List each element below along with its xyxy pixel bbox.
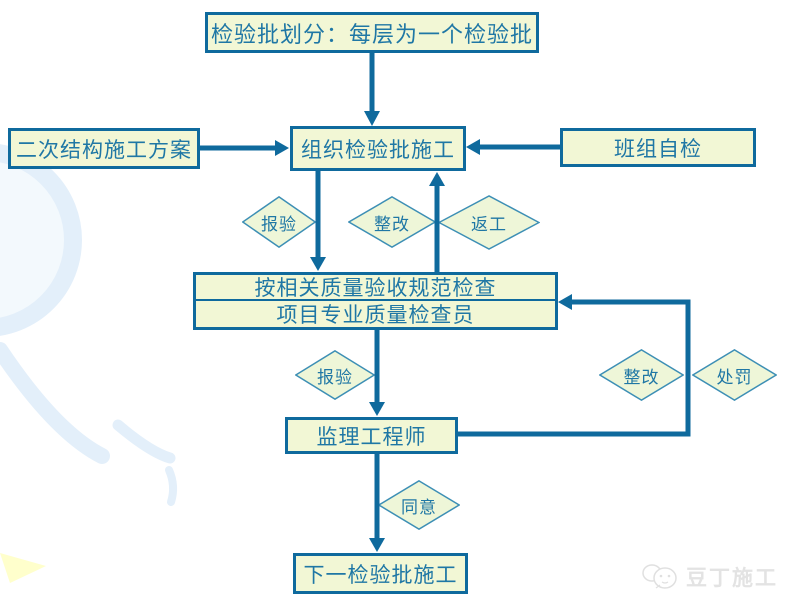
diamond-label: 整改 [374,214,410,234]
node-inspect-row-2: 项目专业质量检查员 [196,301,555,327]
node-supervising-engineer: 监理工程师 [285,417,458,454]
node-label: 按相关质量验收规范检查 [254,277,497,300]
node-next-inspection-batch: 下一检验批施工 [293,553,468,594]
diamond-chufa: 处罚 [692,349,777,401]
node-team-self-check: 班组自检 [560,128,756,167]
diamond-baoyan-2: 报验 [295,350,375,400]
arrowhead-up [429,172,445,186]
balloon-decoration [0,144,82,336]
node-label: 组织检验批施工 [301,138,455,162]
diamond-shape [242,196,316,248]
arrowhead-down [310,257,326,271]
diamond-label: 报验 [317,367,353,387]
node-label: 监理工程师 [316,425,427,449]
yellow-triangle-decoration [0,553,46,583]
arrowhead-left [466,139,480,155]
diamond-label: 整改 [623,367,660,387]
node-label: 检验批划分：每层为一个检验批 [210,21,533,47]
arrowhead-down [369,538,385,552]
node-secondary-structure-plan: 二次结构施工方案 [8,128,200,169]
diamond-shape [692,349,777,401]
arrowhead-down [369,402,385,416]
node-label: 二次结构施工方案 [16,138,192,162]
diamond-tongyi: 同意 [378,480,460,530]
swoosh-decoration-3 [165,466,178,506]
node-label: 下一检验批施工 [303,563,458,587]
watermark: 豆丁施工 [640,562,778,592]
node-label: 班组自检 [614,137,702,161]
node-quality-inspection: 按相关质量验收规范检查 项目专业质量检查员 [193,272,558,330]
diamond-shape [295,350,375,400]
diamond-baoyan-1: 报验 [242,196,316,248]
diamond-shape [348,196,436,248]
diamond-fangong: 返工 [438,195,540,250]
node-label: 项目专业质量检查员 [276,304,475,327]
diamond-shape [438,195,540,250]
diamond-label: 报验 [261,214,297,234]
diamond-zhenggai-2: 整改 [599,349,684,401]
arrowhead-left [558,294,572,310]
swoosh-decoration [0,342,110,464]
node-inspection-batch-division: 检验批划分：每层为一个检验批 [205,12,539,53]
arrowhead-down [364,111,380,126]
diamond-label: 处罚 [716,367,753,387]
watermark-text: 豆丁施工 [686,567,778,590]
node-organize-batch-construction: 组织检验批施工 [290,126,466,171]
diamond-shape [378,480,460,530]
arrowhead-right [275,140,289,156]
diamond-label: 返工 [471,215,507,234]
doudin-logo-icon [642,564,677,589]
diamond-label: 同意 [401,497,437,517]
node-inspect-row-1: 按相关质量验收规范检查 [196,275,555,301]
diamond-zhenggai-1: 整改 [348,196,436,248]
swoosh-decoration-2 [112,419,176,464]
